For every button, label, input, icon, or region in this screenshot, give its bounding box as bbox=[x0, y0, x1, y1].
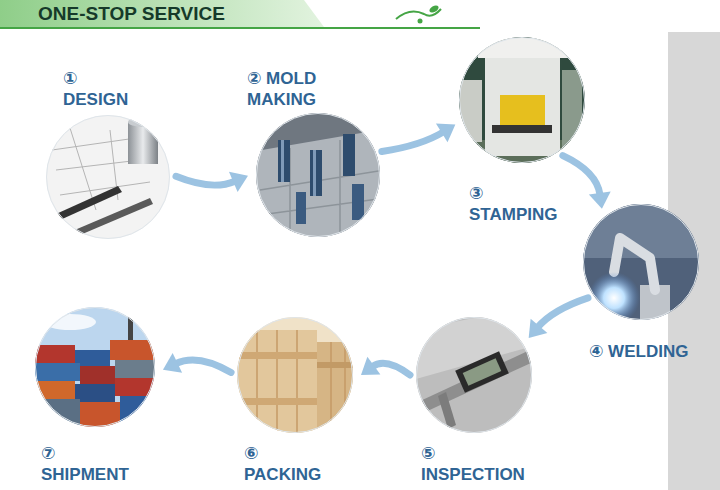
crate-beam bbox=[237, 352, 317, 359]
arrow-head bbox=[163, 353, 182, 373]
welding-photo bbox=[580, 200, 705, 325]
design-photo bbox=[40, 110, 180, 245]
flow-arrow bbox=[361, 357, 410, 375]
crate-beam bbox=[237, 398, 317, 405]
arrow-head bbox=[229, 172, 248, 192]
caliper-beam bbox=[418, 350, 533, 414]
packing-photo bbox=[233, 313, 359, 438]
arrow-head bbox=[361, 357, 380, 375]
container bbox=[110, 340, 155, 360]
factory-bg bbox=[455, 32, 590, 167]
arrow-shaft bbox=[176, 176, 235, 185]
logo-dot bbox=[418, 19, 423, 24]
process-step-circle: ⑤ INSPECTION bbox=[416, 317, 532, 433]
flow-arrow bbox=[529, 298, 588, 338]
container bbox=[35, 363, 80, 381]
step-label: ④ WELDING bbox=[589, 341, 688, 362]
arrow-shaft bbox=[563, 156, 600, 195]
press-body bbox=[485, 48, 560, 156]
arrow-shaft bbox=[538, 298, 588, 327]
metal-top bbox=[128, 117, 158, 127]
ruler bbox=[70, 198, 153, 238]
process-step-circle: ① DESIGN bbox=[46, 115, 170, 239]
guide-pillar bbox=[278, 140, 290, 182]
step-label: ② MOLD MAKING bbox=[247, 68, 357, 111]
stamping-photo bbox=[455, 32, 590, 170]
caliper-display bbox=[455, 351, 509, 392]
flow-arrow bbox=[163, 353, 231, 373]
arrow-head bbox=[436, 124, 455, 143]
flow-arrow bbox=[382, 124, 456, 152]
cell-bg bbox=[580, 200, 705, 325]
press-bed bbox=[492, 125, 552, 133]
arrow-shaft bbox=[176, 360, 231, 373]
pillar-shine bbox=[313, 150, 316, 196]
step-label: ③ STAMPING bbox=[469, 183, 557, 226]
guide-pillar bbox=[310, 150, 322, 196]
paper bbox=[40, 110, 180, 245]
metal-part bbox=[128, 122, 158, 164]
mold-photo bbox=[250, 108, 390, 243]
guide-pillar bbox=[296, 192, 306, 224]
container bbox=[35, 345, 75, 363]
arrow-head bbox=[589, 191, 611, 208]
container bbox=[75, 384, 115, 402]
display-screen bbox=[463, 358, 502, 385]
press-top bbox=[478, 38, 568, 58]
container bbox=[80, 366, 115, 384]
guide-pillar bbox=[352, 184, 364, 220]
metal-bg bbox=[412, 313, 537, 438]
container bbox=[115, 378, 155, 396]
warehouse-bg bbox=[233, 313, 358, 438]
step-label: ⑦ SHIPMENT bbox=[41, 443, 129, 486]
header-fill bbox=[0, 0, 324, 27]
step-label: ⑥ PACKING bbox=[244, 443, 321, 486]
side-machine bbox=[562, 70, 582, 150]
inspection-photo bbox=[412, 313, 537, 438]
shipment-photo bbox=[30, 302, 160, 432]
container bbox=[35, 381, 75, 399]
plate-grid bbox=[260, 140, 385, 243]
crate-side bbox=[317, 342, 359, 438]
process-step-circle: ② MOLD MAKING bbox=[256, 113, 380, 237]
flow-arrow bbox=[176, 172, 248, 192]
process-step-circle: ⑥ PACKING bbox=[237, 317, 353, 433]
mold-bg bbox=[250, 108, 390, 243]
logo-leaf bbox=[428, 4, 440, 14]
cabinet bbox=[460, 80, 482, 142]
arrow-head bbox=[529, 319, 548, 338]
container bbox=[75, 350, 110, 366]
process-step-circle: ③ STAMPING bbox=[459, 37, 585, 163]
container bbox=[80, 402, 120, 429]
arrow-shaft bbox=[382, 132, 444, 152]
container bbox=[35, 399, 80, 429]
guide-pillar bbox=[343, 134, 355, 176]
process-step-circle: ④ WELDING bbox=[583, 204, 699, 320]
process-step-circle: ⑦ SHIPMENT bbox=[35, 307, 155, 427]
step-label: ⑤ INSPECTION bbox=[421, 443, 525, 486]
crate-beam bbox=[317, 362, 359, 368]
header-rule bbox=[0, 27, 480, 29]
sky bbox=[30, 302, 160, 432]
container bbox=[115, 360, 155, 378]
container bbox=[120, 396, 155, 429]
weld-glow bbox=[588, 272, 640, 324]
cloud bbox=[44, 314, 96, 330]
header-band bbox=[0, 0, 480, 29]
crate-planks bbox=[257, 330, 345, 438]
header-title: ONE-STOP SERVICE bbox=[38, 4, 225, 25]
mold-plate bbox=[250, 128, 390, 243]
flow-arrow bbox=[563, 156, 611, 209]
caliper-jaw bbox=[438, 392, 456, 429]
step-label: ① DESIGN bbox=[63, 68, 128, 111]
press-ram bbox=[500, 95, 545, 125]
pillar-shine bbox=[281, 140, 284, 182]
